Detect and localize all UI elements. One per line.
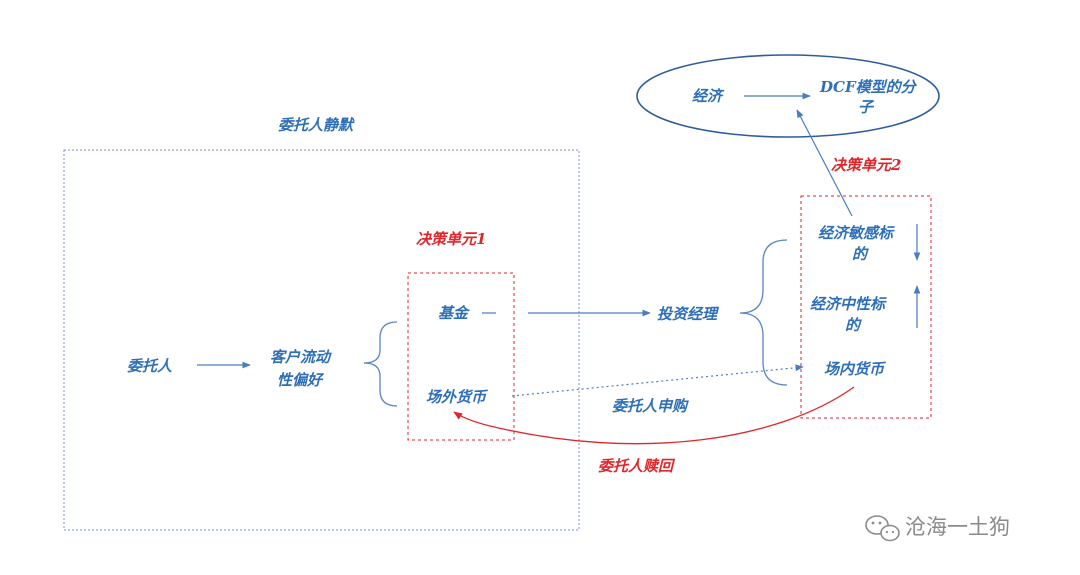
- client-silence-label: 委托人静默: [278, 116, 355, 134]
- decision-unit-1-box: [407, 272, 515, 441]
- economy-label: 经济: [692, 87, 725, 105]
- economy-sensitive-line1: 经济敏感标: [818, 224, 895, 242]
- wechat-icon: [865, 515, 900, 542]
- liquidity-pref-line1: 客户流动: [270, 348, 332, 366]
- economy-sensitive-line2: 的: [852, 245, 869, 263]
- economy-neutral-line1: 经济中性标: [810, 295, 887, 313]
- decision-unit-2-box: [800, 195, 932, 419]
- brace-liquidity: [363, 321, 398, 407]
- client-silence-box: [63, 149, 580, 531]
- brace-manager: [739, 239, 788, 386]
- arrow-sensitive-to-dcf: [796, 109, 853, 217]
- client-label: 委托人: [127, 357, 173, 375]
- economy-neutral-line2: 的: [845, 316, 862, 334]
- onexchange-money-label: 场内货币: [824, 360, 886, 378]
- client-redeem-label: 委托人赎回: [598, 457, 676, 475]
- fund-label: 基金: [438, 304, 471, 322]
- arrow-redeem-curve: [453, 386, 855, 445]
- decision-unit-2-label: 决策单元2: [831, 156, 901, 174]
- otc-money-label: 场外货币: [426, 388, 488, 406]
- liquidity-pref-line2: 性偏好: [277, 371, 325, 389]
- decision-unit-1-label: 决策单元1: [416, 230, 486, 248]
- watermark-text: 沧海一土狗: [905, 515, 1010, 539]
- dcf-line1: DCF模型的分: [819, 78, 918, 96]
- dcf-line2: 子: [858, 98, 875, 116]
- economy-dcf-ellipse: [636, 54, 940, 138]
- investment-manager-label: 投资经理: [657, 305, 720, 323]
- arrow-subscribe-dotted: [511, 364, 804, 397]
- client-subscribe-label: 委托人申购: [612, 397, 689, 415]
